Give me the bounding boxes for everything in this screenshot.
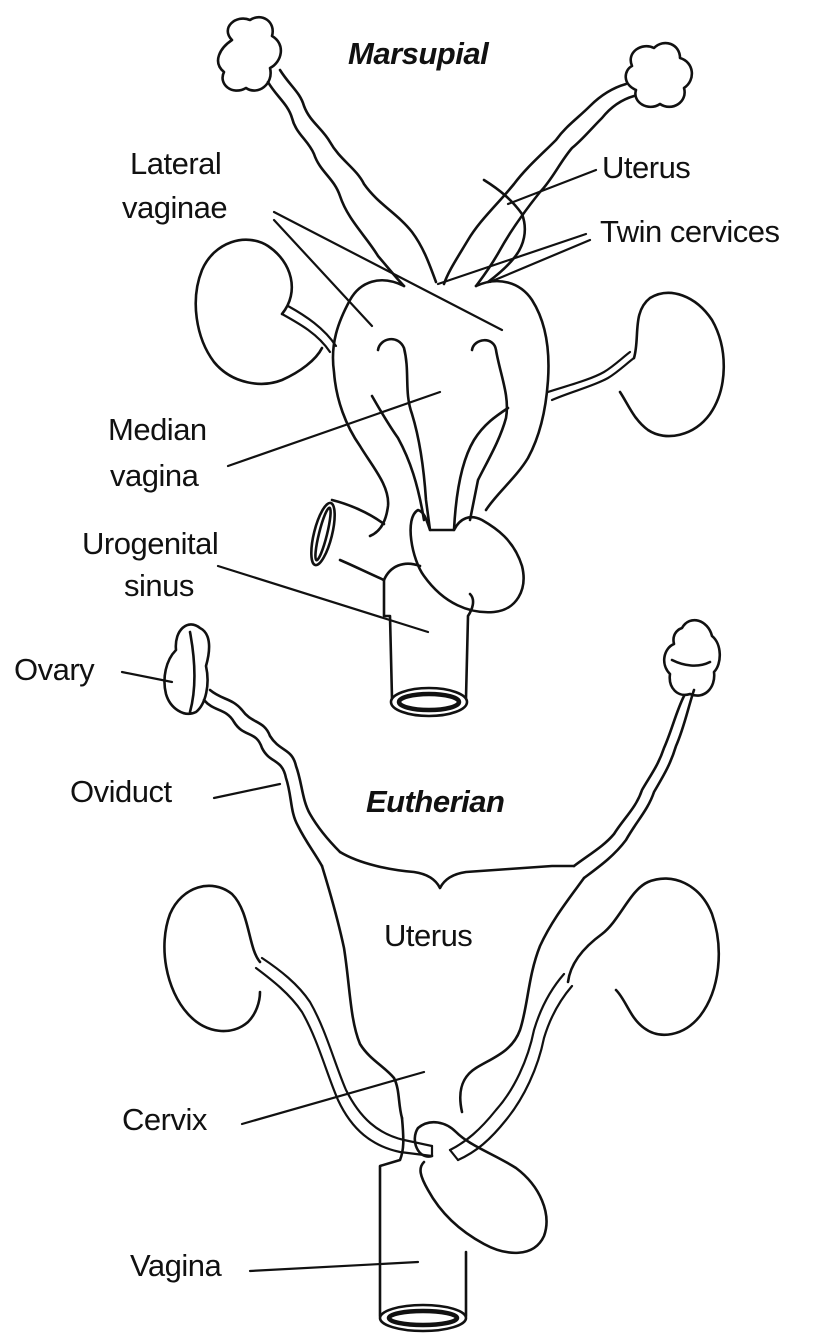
- marsupial-median-vagina-left: [378, 339, 430, 530]
- leader-urogenital-sinus: [218, 566, 428, 632]
- label-urogenital-sinus-line2: sinus: [124, 568, 194, 604]
- marsupial-side-tube-opening-inner: [313, 507, 334, 561]
- leader-median-vagina: [228, 392, 440, 466]
- marsupial-title: Marsupial: [348, 36, 488, 72]
- marsupial-right-oviduct-inner: [444, 84, 626, 284]
- label-ovary: Ovary: [14, 652, 94, 688]
- eutherian-left-ovary: [164, 624, 209, 713]
- label-cervix: Cervix: [122, 1102, 207, 1138]
- eutherian-uterus-left: [322, 866, 402, 1118]
- eutherian-right-ovary: [664, 620, 720, 695]
- label-vagina: Vagina: [130, 1248, 221, 1284]
- eutherian-bladder: [415, 1122, 547, 1253]
- marsupial-left-oviduct: [268, 82, 404, 286]
- marsupial-right-ovary: [626, 43, 692, 107]
- marsupial-median-vagina-right: [470, 340, 507, 520]
- marsupial-diagram: [196, 17, 724, 716]
- marsupial-urogenital-sinus: [411, 510, 524, 612]
- label-median-vagina-line2: vagina: [110, 458, 198, 494]
- eutherian-uterus-top: [340, 852, 574, 888]
- marsupial-left-ovary: [218, 17, 281, 90]
- eutherian-right-ureter-cap: [450, 1150, 458, 1160]
- eutherian-left-kidney: [164, 886, 260, 1031]
- eutherian-left-oviduct-2: [210, 690, 340, 852]
- label-oviduct: Oviduct: [70, 774, 172, 810]
- label-median-vagina-line1: Median: [108, 412, 207, 448]
- marsupial-left-ureter: [282, 306, 336, 352]
- eutherian-right-oviduct-2: [584, 690, 694, 878]
- leader-oviduct: [214, 784, 280, 798]
- label-eutherian-uterus: Uterus: [384, 918, 472, 954]
- leader-lateral-vaginae-right: [274, 212, 502, 330]
- eutherian-right-oviduct: [574, 696, 684, 866]
- label-urogenital-sinus-line1: Urogenital: [82, 526, 218, 562]
- label-lateral-vaginae-line2: vaginae: [122, 190, 227, 226]
- marsupial-side-tube: [332, 500, 384, 580]
- label-lateral-vaginae-line1: Lateral: [130, 146, 221, 182]
- marsupial-side-tube-opening: [307, 501, 340, 567]
- eutherian-right-kidney: [568, 879, 719, 1035]
- eutherian-left-ureter: [256, 958, 432, 1156]
- eutherian-title: Eutherian: [366, 784, 504, 820]
- label-marsupial-uterus: Uterus: [602, 150, 690, 186]
- label-twin-cervices: Twin cervices: [600, 214, 780, 250]
- eutherian-right-ureter: [450, 974, 572, 1160]
- leader-cervix: [242, 1072, 424, 1124]
- eutherian-diagram: [122, 620, 720, 1331]
- leader-twin-cervices-left: [438, 234, 586, 284]
- leader-vagina: [250, 1262, 418, 1271]
- marsupial-left-kidney: [196, 240, 322, 384]
- marsupial-median-vagina-left-inner: [372, 396, 424, 520]
- marsupial-median-vagina-right-inner: [454, 408, 508, 530]
- marsupial-right-kidney: [620, 293, 724, 436]
